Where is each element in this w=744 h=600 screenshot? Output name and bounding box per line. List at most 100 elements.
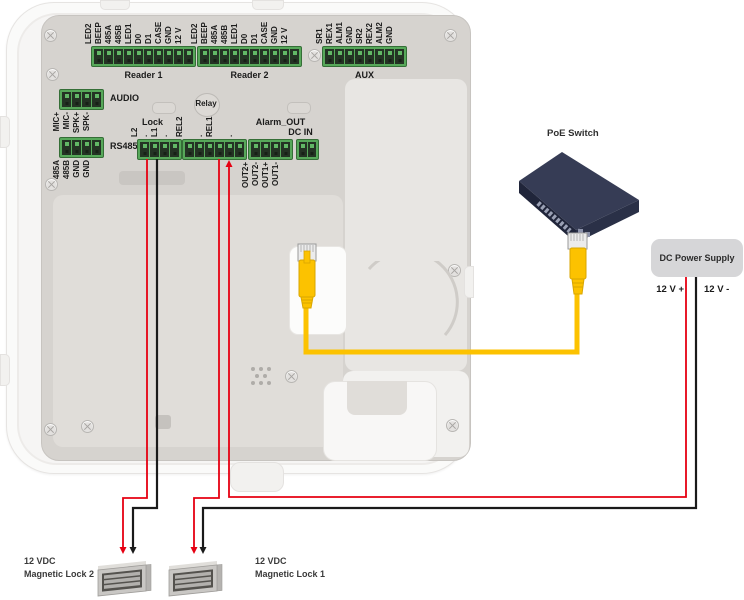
audio-pin-label: SPK- xyxy=(81,112,91,132)
alarm-out-pin-label: OUT1- xyxy=(270,162,280,186)
terminal-pin xyxy=(184,49,193,64)
terminal-pin xyxy=(104,49,113,64)
terminal-pin xyxy=(345,49,354,64)
terminal-pin xyxy=(240,49,249,64)
magnetic-lock-2-label: 12 VDC Magnetic Lock 2 xyxy=(24,555,94,581)
alarm-out-pin-label: OUT1+ xyxy=(260,162,270,189)
terminal-pin xyxy=(72,92,81,107)
terminal-pin xyxy=(271,142,280,157)
reader1-pin-label: 12 V xyxy=(173,27,183,44)
reader1-pin-label: D1 xyxy=(143,33,153,44)
lock-pin-label: . xyxy=(159,134,169,137)
terminal-pin xyxy=(72,140,81,155)
terminal-pin xyxy=(92,92,101,107)
relay-out-pin-label: REL2 xyxy=(174,116,184,137)
reader1-pin-label: GND xyxy=(163,26,173,44)
alarm-out-label: Alarm_OUT xyxy=(255,117,306,127)
terminal-pin xyxy=(82,140,91,155)
poe-switch-label: PoE Switch xyxy=(547,128,599,139)
terminal-pin xyxy=(174,49,183,64)
reader2-pin-label: GND xyxy=(269,26,279,44)
lock1-voltage: 12 VDC xyxy=(255,556,287,566)
terminal-pin xyxy=(164,49,173,64)
screw-icon xyxy=(46,68,59,81)
terminal-pin xyxy=(62,92,71,107)
lock-terminal-block xyxy=(137,139,182,160)
reader2-pin-label: D0 xyxy=(239,33,249,44)
audio-pin-label: MIC- xyxy=(61,112,71,130)
reader1-pin-label: D0 xyxy=(133,33,143,44)
terminal-pin xyxy=(395,49,404,64)
panel-recess-small xyxy=(155,415,171,429)
reader1-pin-label: CASE xyxy=(153,21,163,44)
terminal-pin xyxy=(62,140,71,155)
terminal-pin xyxy=(299,142,307,157)
terminal-pin xyxy=(375,49,384,64)
alarm-out-pin-label: OUT2+ xyxy=(240,162,250,189)
aux-pin-label: GND xyxy=(344,26,354,44)
reader1-pin-label: LED1 xyxy=(123,23,133,44)
terminal-pin xyxy=(82,92,91,107)
terminal-pin xyxy=(335,49,344,64)
relay-label: Relay xyxy=(195,99,217,108)
audio-label: AUDIO xyxy=(110,93,139,103)
terminal-pin xyxy=(170,142,179,157)
reader2-pin-label: CASE xyxy=(259,21,269,44)
rs485-pin-label: 485A xyxy=(51,160,61,180)
terminal-pin xyxy=(270,49,279,64)
terminal-pin xyxy=(205,142,214,157)
dc-power-supply: DC Power Supply xyxy=(651,239,743,277)
aux-pin-label: REX2 xyxy=(364,23,374,44)
shell-tab xyxy=(100,0,130,10)
aux-pin-label: ALM1 xyxy=(334,22,344,44)
rs485-terminal-block xyxy=(59,137,104,158)
terminal-pin xyxy=(140,142,149,157)
audio-terminal-block xyxy=(59,89,104,110)
terminal-pin xyxy=(124,49,133,64)
terminal-pin xyxy=(195,142,204,157)
terminal-pin xyxy=(280,49,289,64)
terminal-pin xyxy=(290,49,299,64)
terminal-pin xyxy=(154,49,163,64)
aux-pin-label: ALM2 xyxy=(374,22,384,44)
terminal-pin xyxy=(210,49,219,64)
terminal-pin xyxy=(325,49,334,64)
alarm-out-terminal-block xyxy=(248,139,293,160)
shell-tab xyxy=(0,116,10,148)
rs485-pin-label: 485B xyxy=(61,160,71,180)
terminal-pin xyxy=(215,142,224,157)
terminal-pin xyxy=(94,49,103,64)
aux-pin-label: SR2 xyxy=(354,28,364,44)
terminal-pin xyxy=(114,49,123,64)
terminal-pin xyxy=(200,49,209,64)
reader1-terminal-block xyxy=(91,46,196,67)
screw-icon xyxy=(44,423,57,436)
reader2-pin-label: 485A xyxy=(209,24,219,44)
relay-out-terminal-block xyxy=(182,139,247,160)
terminal-pin xyxy=(260,49,269,64)
lock-pin-label: L2 xyxy=(129,127,139,137)
audio-pin-label: SPK+ xyxy=(71,112,81,134)
screw-icon xyxy=(45,178,58,191)
terminal-pin xyxy=(134,49,143,64)
shell-tab xyxy=(0,354,10,386)
terminal-pin xyxy=(385,49,394,64)
magnetic-lock-1-label: 12 VDC Magnetic Lock 1 xyxy=(255,555,325,581)
screw-icon xyxy=(308,49,321,62)
rs485-pin-label: GND xyxy=(71,160,81,178)
terminal-pin xyxy=(144,49,153,64)
terminal-pin xyxy=(365,49,374,64)
reader2-pin-label: LED1 xyxy=(229,23,239,44)
alarm-out-pin-label: OUT2- xyxy=(250,162,260,186)
lock-pin-label: . xyxy=(139,134,149,137)
reader1-pin-label: 485B xyxy=(113,24,123,44)
reader1-pin-label: BEEP xyxy=(93,22,103,44)
relay-bump xyxy=(194,93,220,117)
reader1-pin-label: LED2 xyxy=(83,23,93,44)
terminal-pin xyxy=(281,142,290,157)
reader1-pin-label: 485A xyxy=(103,24,113,44)
reader2-pin-label: BEEP xyxy=(199,22,209,44)
terminal-pin xyxy=(355,49,364,64)
